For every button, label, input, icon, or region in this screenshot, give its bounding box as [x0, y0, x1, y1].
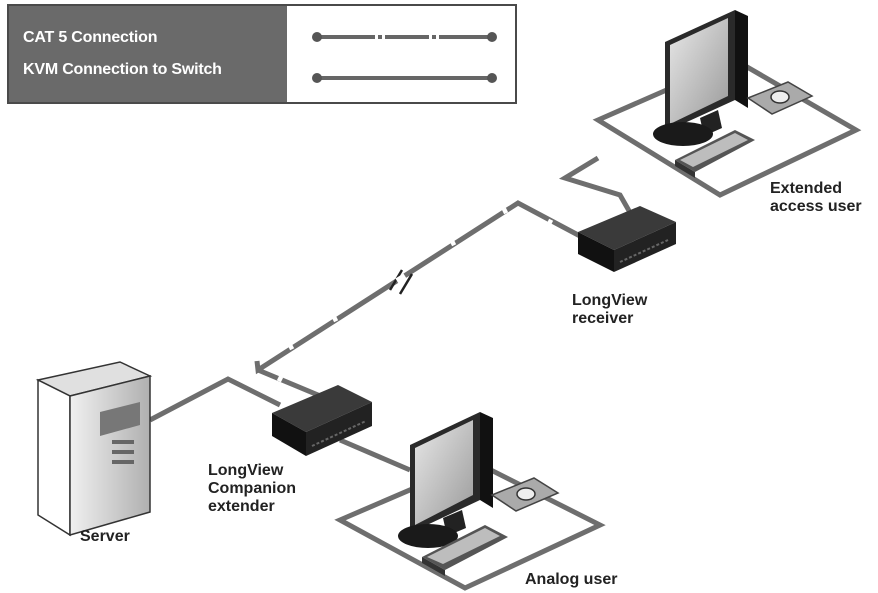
extended-user-label: Extended access user: [770, 180, 862, 216]
longview-companion-icon: [272, 385, 372, 456]
analog-user-workstation: [334, 412, 606, 591]
kvm-cables: [148, 155, 643, 473]
monitor-icon: [398, 412, 493, 548]
server-label: Server: [80, 528, 130, 545]
legend-line-samples: [287, 6, 515, 102]
legend-kvm-line: [312, 73, 497, 83]
legend-labels: CAT 5 Connection KVM Connection to Switc…: [9, 6, 287, 102]
companion-label-line1: LongView: [208, 462, 284, 479]
extended-user-label-line2: access user: [770, 198, 862, 215]
legend-cat5-line: [312, 32, 497, 42]
receiver-label-line1: LongView: [572, 292, 648, 309]
receiver-label: LongView receiver: [572, 292, 647, 328]
mouse-icon: [746, 81, 814, 115]
legend-kvm-label: KVM Connection to Switch: [23, 61, 222, 78]
companion-label: LongView Companion extender: [208, 462, 296, 516]
cat5-cable: [254, 200, 582, 403]
receiver-label-line2: receiver: [572, 310, 634, 327]
companion-label-line2: Companion: [208, 480, 296, 497]
monitor-icon: [653, 10, 748, 146]
legend: CAT 5 Connection KVM Connection to Switc…: [7, 4, 517, 104]
extended-user-label-line1: Extended: [770, 180, 843, 197]
longview-receiver-icon: [578, 206, 676, 272]
mouse-icon: [490, 477, 560, 512]
companion-label-line3: extender: [208, 498, 275, 515]
analog-user-label: Analog user: [525, 571, 618, 588]
legend-cat5-label: CAT 5 Connection: [23, 29, 158, 46]
keyboard-icon: [422, 525, 508, 576]
extended-user-workstation: [592, 10, 862, 198]
legend-lines-svg: [312, 32, 497, 83]
server-tower-icon: [35, 361, 153, 537]
keyboard-icon: [675, 130, 755, 178]
